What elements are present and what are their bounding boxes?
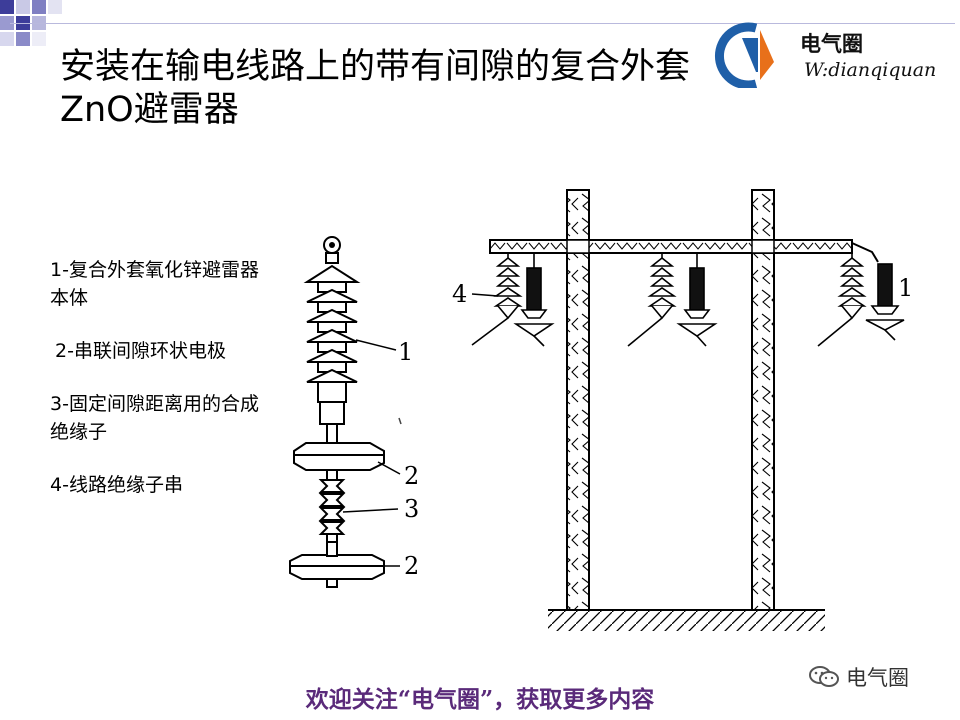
arrester-label-1: 1: [398, 338, 413, 366]
logo-name: 电气圈: [800, 31, 863, 56]
tower-label-4: 4: [452, 280, 467, 308]
tower-label-1: 1: [898, 274, 913, 302]
legend-item: 2-串联间隙环状电极: [55, 340, 226, 362]
tower-drawing: [471, 189, 905, 631]
footer-promo: 欢迎关注“电气圈”，获取更多内容: [305, 686, 655, 713]
slide-title-line2: ZnO避雷器: [60, 90, 239, 130]
slide-title-line1: 安装在输电线路上的带有间隙的复合外套: [60, 47, 691, 87]
logo-mark-icon: [714, 22, 774, 88]
arrester-label-2-top: 2: [404, 462, 419, 490]
arrester-label-3: 3: [404, 495, 419, 523]
wechat-icon: [809, 666, 839, 687]
legend-item: 4-线路绝缘子串: [50, 474, 183, 496]
legend-item: 1-复合外套氧化锌避雷器本体: [50, 259, 259, 309]
arrester-label-2-bottom: 2: [404, 552, 419, 580]
slide-title: 安装在输电线路上的带有间隙的复合外套 ZnO避雷器: [60, 46, 690, 132]
header-divider: [10, 23, 955, 24]
brand-logo: [714, 22, 774, 88]
logo-subtitle: W:dianqiquan: [804, 59, 937, 81]
arrester-drawing: [289, 236, 385, 588]
wechat-watermark-text: 电气圈: [846, 666, 909, 690]
legend-item: 3-固定间隙距离用的合成绝缘子: [50, 393, 259, 443]
component-legend: 1-复合外套氧化锌避雷器本体 2-串联间隙环状电极 3-固定间隙距离用的合成绝缘…: [50, 256, 270, 524]
wechat-watermark: 电气圈: [808, 662, 909, 692]
